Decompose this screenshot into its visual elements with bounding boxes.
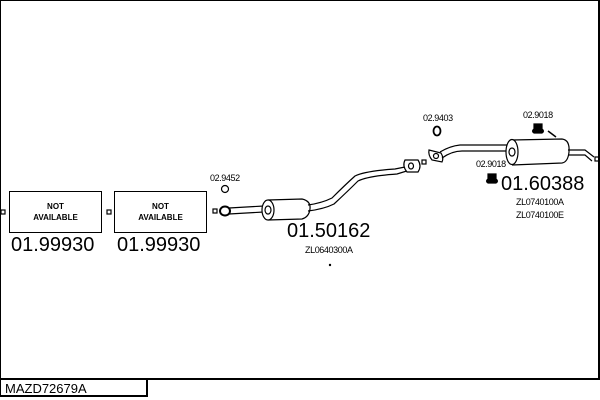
part-ref[interactable]: 01.99930 <box>117 234 201 256</box>
connector-square <box>212 208 218 214</box>
connector-square <box>594 156 600 162</box>
part-ref[interactable]: 01.99930 <box>11 234 95 256</box>
not-available-box: NOT AVAILABLE <box>9 191 102 233</box>
clamp-icon <box>531 123 545 134</box>
dot <box>328 263 332 267</box>
oem-number: ZL0640300A <box>305 245 353 255</box>
box-text: NOT <box>47 202 64 211</box>
fitting-ref[interactable]: 02.9452 <box>210 173 240 183</box>
intermediate-pipe <box>307 165 411 212</box>
part-ref[interactable]: 01.60388 <box>501 173 585 195</box>
nut-icon <box>432 125 442 137</box>
fitting-ref[interactable]: 02.9403 <box>423 113 453 123</box>
part-ref[interactable]: 01.50162 <box>287 220 371 242</box>
tail-pipe <box>568 149 595 162</box>
hanger <box>547 130 557 138</box>
ring-icon <box>220 184 230 194</box>
rear-muffler <box>511 138 570 166</box>
connector-square <box>421 159 427 165</box>
oem-number: ZL0740100A <box>516 197 564 207</box>
box-text: AVAILABLE <box>138 213 183 222</box>
flange <box>428 149 444 163</box>
fitting-ref[interactable]: 02.9018 <box>523 110 553 120</box>
diagram-frame <box>0 0 600 380</box>
diagram-code: MAZD72679A <box>0 378 148 397</box>
center-muffler <box>267 198 311 221</box>
connector-square <box>106 209 112 215</box>
front-pipe <box>228 205 265 215</box>
oem-number: ZL0740100E <box>516 210 564 220</box>
not-available-box: NOT AVAILABLE <box>114 191 207 233</box>
box-text: NOT <box>152 202 169 211</box>
connector-square <box>0 209 6 215</box>
clamp-icon <box>485 173 499 184</box>
clamp-icon <box>219 205 231 217</box>
box-text: AVAILABLE <box>33 213 78 222</box>
rear-pipe <box>439 144 510 159</box>
fitting-ref[interactable]: 02.9018 <box>476 159 506 169</box>
flange <box>403 159 421 173</box>
